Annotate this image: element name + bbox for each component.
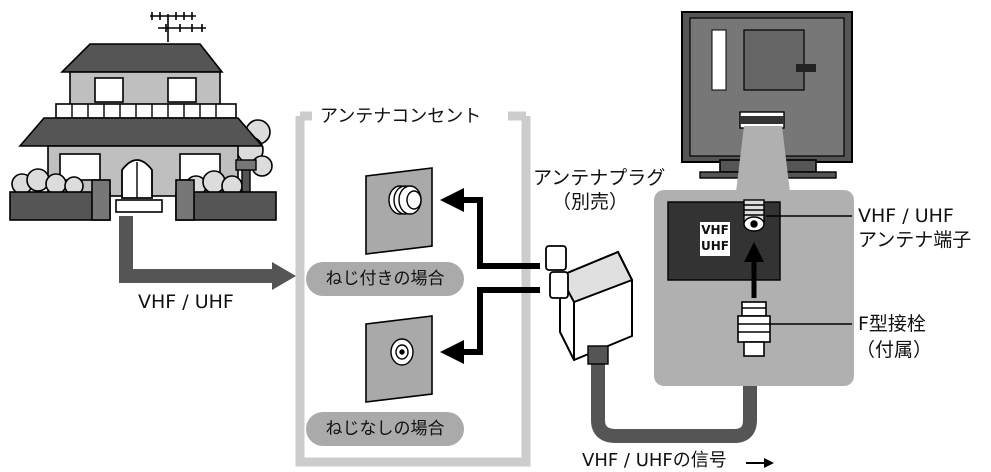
house-illustration [9, 12, 277, 221]
signal-flow-label: VHF / UHFの信号 [582, 450, 727, 471]
unthreaded-wall-plate [365, 315, 433, 403]
vhf-uhf-badge: VHF UHF [700, 222, 730, 256]
antenna-plug-note: （別売） [552, 191, 629, 213]
threaded-socket-icon [388, 185, 422, 215]
signal-direction-arrow [746, 458, 774, 468]
terminal-label-sub: アンテナ端子 [858, 229, 972, 251]
f-connector-label: F型接栓 [858, 313, 926, 335]
outlet-frame-title: アンテナコンセント [312, 102, 490, 128]
plain-socket-icon [390, 338, 414, 366]
zoom-callout [736, 126, 790, 192]
unthreaded-case-label: ねじなしの場合 [306, 412, 464, 446]
antenna-icon [150, 12, 206, 42]
connector-up-arrow [744, 242, 764, 298]
threaded-case-label: ねじ付きの場合 [306, 262, 464, 296]
badge-line-2: UHF [701, 239, 729, 253]
badge-line-1: VHF [701, 223, 729, 237]
f-connector-note: （付属） [856, 339, 933, 361]
plug-to-threaded-arrow [440, 188, 540, 269]
antenna-plug-illustration [545, 245, 757, 443]
house-to-outlet-arrow [119, 216, 296, 290]
house-signal-label: VHF / UHF [138, 291, 234, 313]
f-connector-icon [737, 301, 771, 357]
terminal-label: VHF / UHF [858, 205, 954, 227]
threaded-wall-plate [365, 167, 433, 255]
plug-to-unthreaded-arrow [440, 287, 540, 364]
terminal-connector-icon [743, 199, 765, 232]
antenna-plug-label: アンテナプラグ [533, 167, 666, 189]
